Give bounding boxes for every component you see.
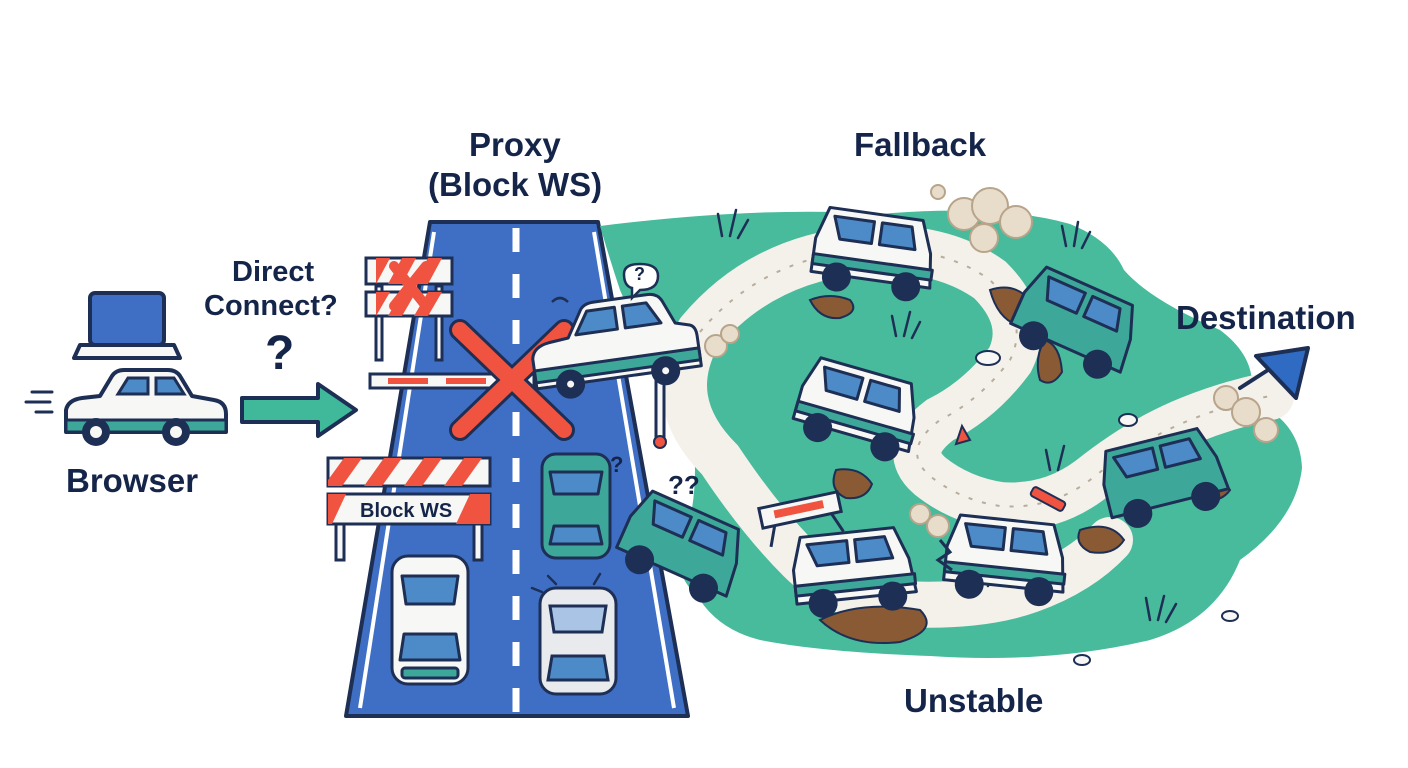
direct-connect-label-line2: Connect? [204, 290, 338, 322]
question-mark: ? [265, 327, 295, 380]
laptop-icon [72, 291, 182, 360]
dust-clouds [704, 184, 1279, 538]
top-barricade [364, 256, 536, 390]
confused-mark-3: ?? [668, 470, 700, 500]
proxy-label-line2: (Block WS) [428, 166, 603, 203]
proxy-label-line1: Proxy [469, 126, 561, 163]
fallen-barricade [757, 490, 845, 548]
confused-mark-1: ? [634, 264, 645, 284]
highway-car-white-1 [390, 554, 470, 686]
arrow-right-icon [240, 382, 358, 438]
debris-cones [954, 423, 1067, 512]
highway-car-top [540, 452, 612, 560]
fallback-label: Fallback [854, 126, 987, 163]
unstable-label: Unstable [904, 682, 1044, 719]
rocks [975, 350, 1239, 666]
browser-car-icon [24, 368, 228, 446]
confused-mark-2: ? [610, 452, 624, 477]
direct-connect-label-line1: Direct [232, 256, 315, 288]
arrow-up-right-icon [1238, 346, 1310, 400]
question-bubble [622, 262, 660, 302]
browser-label: Browser [66, 462, 199, 499]
block-ws-sign-text: Block WS [360, 500, 453, 522]
highway-car-white-2 [538, 586, 618, 696]
block-ws-barricade [326, 456, 492, 562]
sign-post [653, 378, 667, 449]
destination-label: Destination [1176, 299, 1356, 336]
